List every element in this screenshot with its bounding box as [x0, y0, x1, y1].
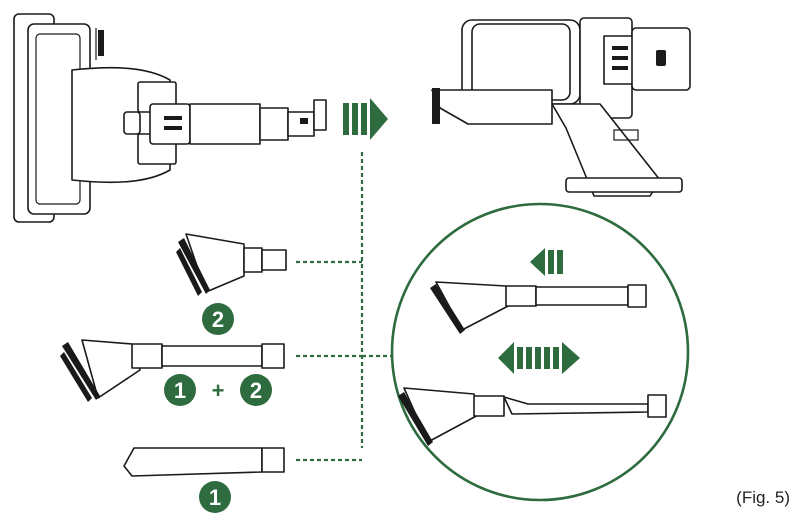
crevice-tool [123, 447, 285, 477]
badge-number: 2 [250, 378, 262, 403]
plus-sign: + [212, 378, 225, 403]
right-arrow-icon [343, 98, 388, 140]
detail-brush-extended [398, 387, 667, 446]
brush-tool [176, 233, 287, 296]
brush-tool-badge: 2 [202, 303, 234, 335]
double-arrow-icon [498, 342, 580, 374]
figure-caption: (Fig. 5) [736, 488, 790, 507]
detail-brush-combo [430, 281, 647, 334]
combined-tool [60, 339, 285, 402]
wand-tube [189, 99, 327, 145]
combo-badge: 1 + 2 [164, 374, 272, 406]
floor-head [13, 13, 191, 223]
badge-number: 1 [174, 378, 186, 403]
handheld-vacuum [431, 17, 691, 197]
crevice-tool-badge: 1 [199, 481, 231, 513]
connector-lines [296, 152, 392, 462]
badge-number: 2 [212, 307, 224, 332]
badge-number: 1 [209, 485, 221, 510]
left-arrow-icon [530, 248, 563, 276]
